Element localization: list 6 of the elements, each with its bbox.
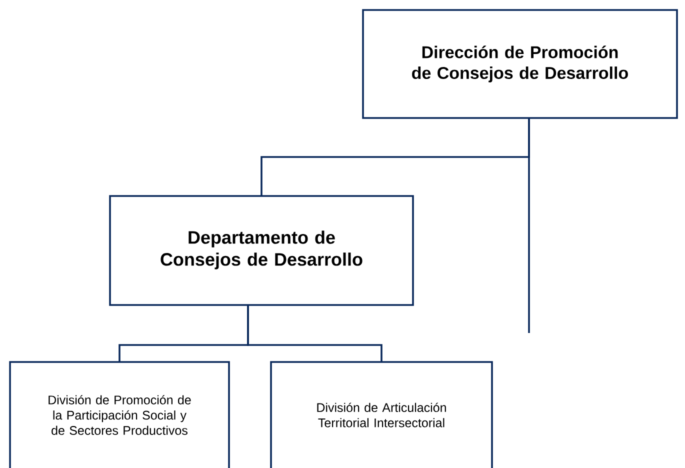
division-box: División de Articulación Territorial Intersectorial [270, 361, 493, 468]
directorate-box: Dirección de Promoción de Consejos de Desarrollo [362, 9, 678, 119]
connector-line [528, 118, 530, 333]
department-box: Departamento de Consejos de Desarrollo [109, 195, 414, 306]
division-box: División de Promoción de la Participación Social y de Sectores Productivos [9, 361, 230, 468]
connector-line [247, 305, 382, 362]
